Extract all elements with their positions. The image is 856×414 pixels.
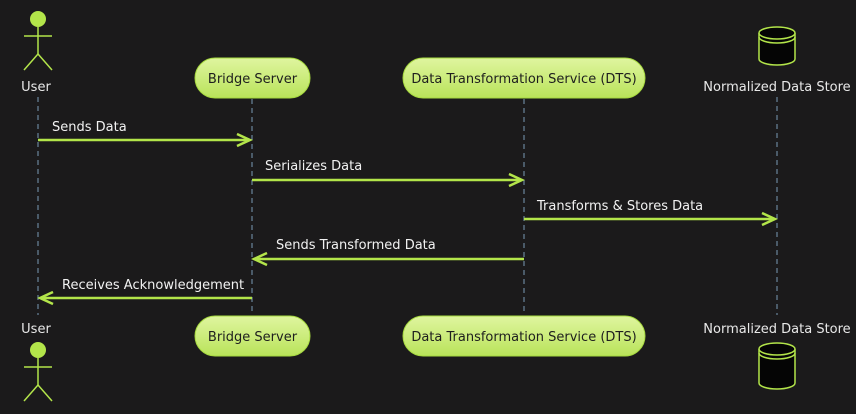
participant-label-bridge-server: Bridge Server (208, 330, 298, 345)
database-icon (758, 342, 796, 390)
participant-label-data-store: Normalized Data Store (703, 80, 850, 95)
message-label: Sends Data (52, 120, 127, 135)
participant-dts-bottom: Data Transformation Service (DTS) (402, 315, 646, 357)
actor-icon (23, 342, 53, 402)
arrowhead-icon (236, 132, 253, 148)
arrowhead-icon (508, 172, 525, 188)
message-2: Serializes Data (252, 159, 525, 188)
participant-dts-top: Data Transformation Service (DTS) (402, 57, 646, 99)
participant-label-user: User (21, 80, 51, 95)
participant-label-dts: Data Transformation Service (DTS) (411, 72, 636, 87)
lifelines (37, 97, 778, 315)
participant-box (194, 57, 311, 99)
participant-user-bottom: User (21, 322, 53, 402)
participant-label-bridge-server: Bridge Server (208, 72, 298, 87)
message-4: Sends Transformed Data (251, 238, 524, 267)
participant-user-top: User (21, 11, 53, 95)
participant-bridge-server-top: Bridge Server (194, 57, 311, 99)
messages: Sends Data Serializes Data Transforms & … (37, 120, 778, 306)
arrowhead-icon (37, 290, 54, 306)
participant-label-data-store: Normalized Data Store (703, 322, 850, 337)
database-icon (758, 26, 796, 66)
participant-box (402, 315, 646, 357)
message-3: Transforms & Stores Data (524, 199, 778, 227)
participant-label-dts: Data Transformation Service (DTS) (411, 330, 636, 345)
participant-label-user: User (21, 322, 51, 337)
arrowhead-icon (251, 251, 268, 267)
message-label: Receives Acknowledgement (62, 278, 244, 293)
participant-data-store-bottom: Normalized Data Store (703, 322, 851, 390)
message-label: Serializes Data (265, 159, 362, 174)
message-5: Receives Acknowledgement (37, 278, 252, 306)
participant-box (194, 315, 311, 357)
message-label: Sends Transformed Data (276, 238, 436, 253)
message-label: Transforms & Stores Data (536, 199, 703, 214)
participant-data-store-top: Normalized Data Store (703, 26, 851, 95)
actor-icon (23, 11, 53, 71)
message-1: Sends Data (38, 120, 253, 148)
arrowhead-icon (761, 211, 778, 227)
participant-box (402, 57, 646, 99)
participant-bridge-server-bottom: Bridge Server (194, 315, 311, 357)
